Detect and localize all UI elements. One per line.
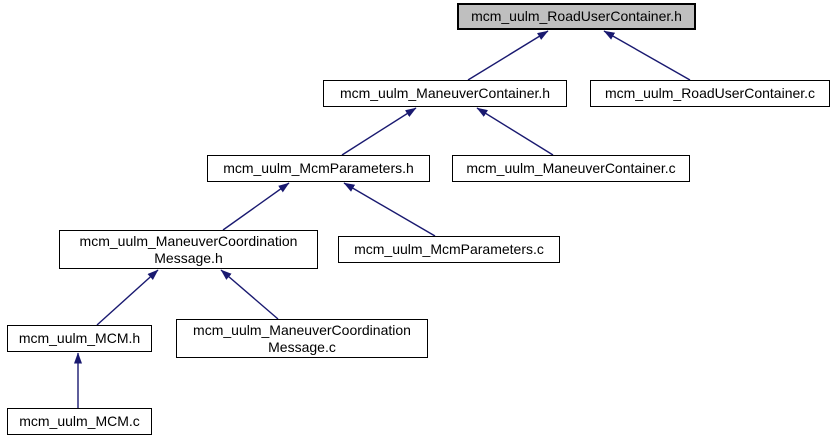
- node-label-line1: mcm_uulm_ManeuverCoordination: [193, 321, 411, 338]
- node-label: mcm_uulm_RoadUserContainer.h: [471, 8, 682, 24]
- node-label: mcm_uulm_McmParameters.c: [354, 241, 544, 257]
- node-label-line2: Message.c: [268, 338, 336, 355]
- node-label: mcm_uulm_MCM.c: [19, 413, 140, 429]
- edge-roadusercontainer-c-to-roadusercontainer-h: [603, 30, 691, 81]
- node-mcm-uulm-maneuvercoordinationmessage-h[interactable]: mcm_uulm_ManeuverCoordination Message.h: [59, 230, 318, 269]
- node-mcm-uulm-mcmparameters-c[interactable]: mcm_uulm_McmParameters.c: [338, 236, 560, 263]
- node-mcm-uulm-mcmparameters-h[interactable]: mcm_uulm_McmParameters.h: [207, 155, 430, 182]
- node-mcm-uulm-mcm-c[interactable]: mcm_uulm_MCM.c: [7, 408, 152, 435]
- node-label: mcm_uulm_ManeuverContainer.h: [339, 85, 551, 101]
- node-mcm-uulm-maneuvercontainer-h[interactable]: mcm_uulm_ManeuverContainer.h: [323, 80, 567, 107]
- node-mcm-uulm-roadusercontainer-h: mcm_uulm_RoadUserContainer.h: [457, 3, 696, 30]
- node-label-line1: mcm_uulm_ManeuverCoordination: [79, 232, 298, 249]
- edge-maneuvercoordinationmessage-h-to-mcmparameters-h: [222, 182, 290, 231]
- edge-mcm-h-to-maneuvercoordinationmessage-h: [96, 269, 159, 326]
- edge-mcmparameters-h-to-maneuvercontainer-h: [341, 107, 417, 156]
- node-label-line2: Message.h: [154, 249, 223, 266]
- edge-maneuvercontainer-c-to-maneuvercontainer-h: [476, 107, 554, 156]
- node-mcm-uulm-mcm-h[interactable]: mcm_uulm_MCM.h: [7, 325, 152, 352]
- edge-maneuvercontainer-h-to-roadusercontainer-h: [467, 30, 549, 81]
- node-mcm-uulm-maneuvercontainer-c[interactable]: mcm_uulm_ManeuverContainer.c: [452, 155, 690, 182]
- node-mcm-uulm-maneuvercoordinationmessage-c[interactable]: mcm_uulm_ManeuverCoordination Message.c: [176, 319, 428, 358]
- edge-maneuvercoordinationmessage-c-to-maneuvercoordinationmessage-h: [220, 269, 279, 320]
- node-label: mcm_uulm_ManeuverContainer.c: [466, 160, 676, 176]
- edge-mcmparameters-c-to-mcmparameters-h: [343, 182, 436, 237]
- node-label: mcm_uulm_MCM.h: [18, 330, 141, 346]
- node-label: mcm_uulm_RoadUserContainer.c: [604, 85, 816, 101]
- node-mcm-uulm-roadusercontainer-c[interactable]: mcm_uulm_RoadUserContainer.c: [590, 80, 830, 107]
- node-label: mcm_uulm_McmParameters.h: [223, 160, 414, 176]
